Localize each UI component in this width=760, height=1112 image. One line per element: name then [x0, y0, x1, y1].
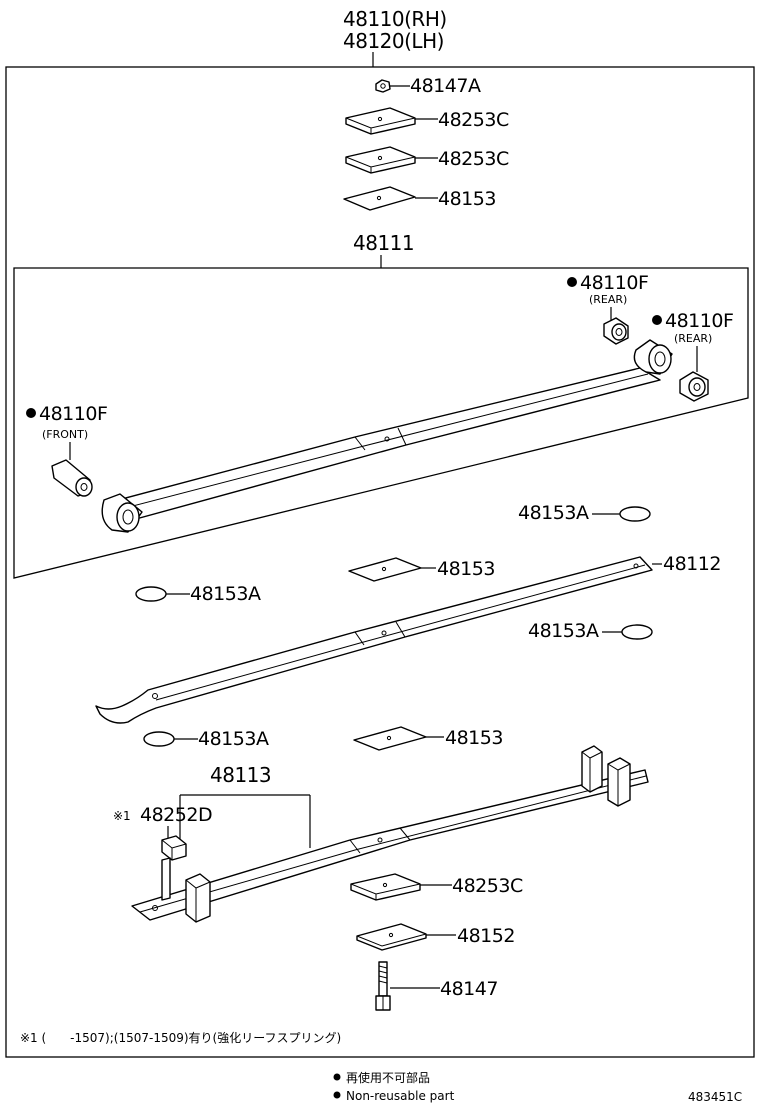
- label-48153-low: 48153: [445, 727, 503, 749]
- liner-48153-mid: [348, 557, 422, 582]
- label-48111: 48111: [353, 231, 414, 255]
- label-rear1: (REAR): [589, 293, 627, 306]
- label-48153-mid: 48153: [437, 558, 495, 580]
- liner-48153-low: [353, 726, 427, 751]
- label-48113: 48113: [210, 763, 271, 787]
- bushing-48110f-rear2: [679, 371, 709, 402]
- leader-48113: [179, 794, 311, 848]
- assembly-number-rh: 48110(RH): [343, 7, 447, 31]
- label-48110f-front: 48110F: [39, 403, 107, 425]
- clip-48252d: [161, 835, 187, 861]
- label-48253c-bottom: 48253C: [452, 875, 523, 897]
- plate-48152: [356, 923, 427, 951]
- disc-48153a-1: [619, 506, 651, 522]
- footnote-text: ※1 ( -1507);(1507-1509)有り(強化リーフスプリング): [20, 1031, 341, 1045]
- nut-48147a: [375, 79, 391, 93]
- legend-mark-jp: [333, 1073, 341, 1081]
- label-48152: 48152: [457, 925, 515, 947]
- label-48147a: 48147A: [410, 75, 481, 97]
- label-48252d: 48252D: [140, 804, 212, 826]
- label-48153-top: 48153: [438, 188, 496, 210]
- third-leaf-spring: [131, 745, 649, 923]
- label-front: (FRONT): [42, 428, 88, 441]
- label-48153a-2: 48153A: [190, 583, 261, 605]
- bushing-48110f-front: [51, 459, 93, 497]
- legend-mark-en: [333, 1091, 341, 1099]
- second-leaf-spring: [95, 556, 653, 724]
- liner-48153-top: [343, 186, 416, 211]
- plate-48253c-top: [345, 107, 416, 135]
- main-leaf-box: [13, 267, 749, 579]
- label-48253c-top: 48253C: [438, 109, 509, 131]
- disc-48153a-4: [143, 731, 175, 747]
- label-48110f-rear2: 48110F: [665, 310, 733, 332]
- assembly-number-lh: 48120(LH): [343, 29, 444, 53]
- legend-en: Non-reusable part: [346, 1089, 455, 1103]
- label-48147: 48147: [440, 978, 498, 1000]
- label-48153a-3: 48153A: [528, 620, 599, 642]
- label-48153a-1: 48153A: [518, 502, 589, 524]
- label-48153a-4: 48153A: [198, 728, 269, 750]
- assembly-frame: [5, 66, 755, 1058]
- mark-48252d: ※1: [113, 809, 131, 823]
- legend-jp: 再使用不可部品: [346, 1070, 430, 1085]
- disc-48153a-2: [135, 586, 167, 602]
- label-48110f-rear1: 48110F: [580, 272, 648, 294]
- main-leaf-spring: [101, 339, 673, 533]
- non-reusable-mark-rear2: [652, 315, 662, 325]
- non-reusable-mark-rear1: [567, 277, 577, 287]
- non-reusable-mark-front: [26, 408, 36, 418]
- label-48253c-second: 48253C: [438, 148, 509, 170]
- disc-48153a-3: [621, 624, 653, 640]
- plate-48253c-bottom: [350, 873, 421, 901]
- diagram-id: 483451C: [688, 1090, 742, 1104]
- bushing-48110f-rear1: [603, 317, 629, 345]
- plate-48253c-second: [345, 146, 416, 174]
- label-48112: 48112: [663, 553, 721, 575]
- label-rear2: (REAR): [674, 332, 712, 345]
- center-bolt-48147: [375, 961, 391, 1011]
